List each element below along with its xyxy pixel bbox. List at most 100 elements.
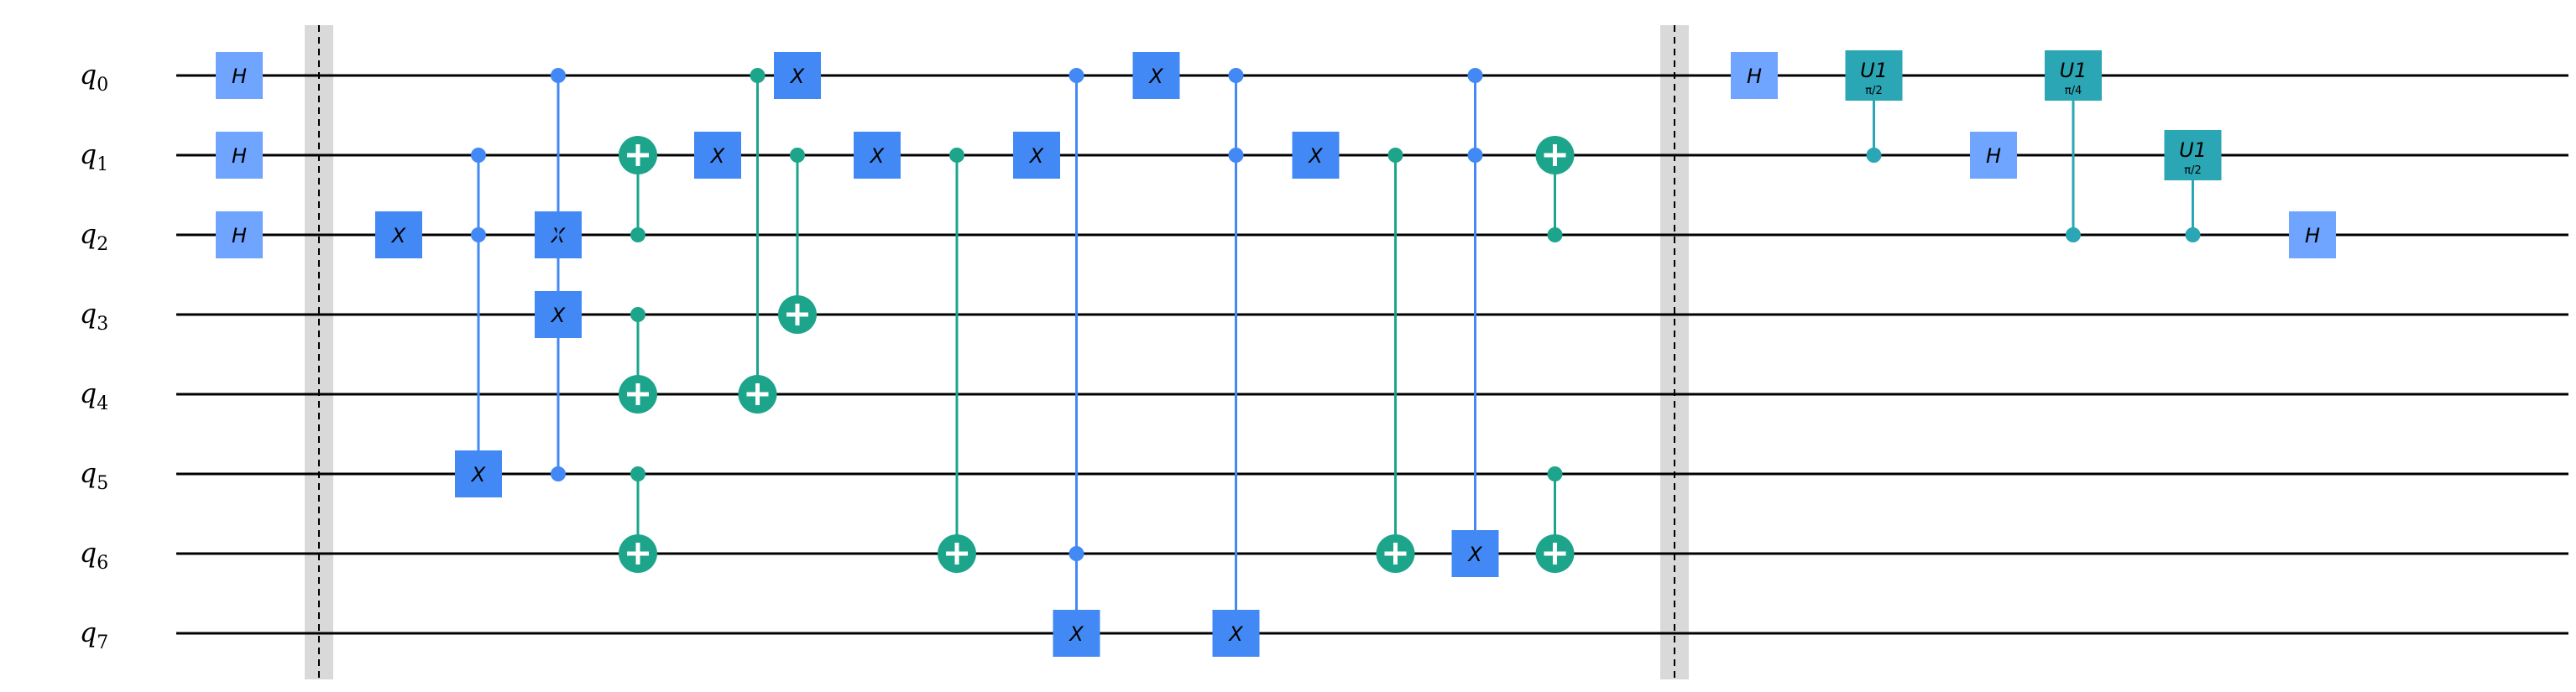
qubit-label: q4 — [80, 377, 108, 414]
x-gate-label: X — [1307, 144, 1323, 168]
control-dot — [1467, 68, 1483, 83]
qubit-label: q5 — [80, 457, 108, 494]
toffoli-target-box — [1212, 610, 1260, 657]
x-gate-box — [1013, 132, 1060, 179]
control-dot — [1069, 546, 1084, 561]
wire-layer — [176, 74, 2568, 635]
x-gate-label: X — [709, 144, 725, 168]
toffoli-target: X — [1212, 610, 1260, 657]
cu1-gate: U1π/2 — [2164, 130, 2222, 180]
cu1-gate-param: π/2 — [2184, 164, 2201, 177]
toffoli-target-box — [1451, 530, 1499, 577]
control-dot — [551, 466, 566, 481]
control-dot — [2066, 227, 2081, 242]
h-gate-label: H — [232, 224, 247, 247]
x-gate-label: X — [1028, 144, 1044, 168]
qubit-label-prefix: q — [80, 298, 97, 330]
cnot-target — [619, 136, 657, 174]
qubit-label: q7 — [80, 617, 108, 653]
cu1-gate-param: π/2 — [1865, 85, 1882, 97]
control-dot — [949, 148, 964, 163]
cu1-gate: U1π/4 — [2045, 50, 2102, 101]
qubit-label-prefix: q — [80, 138, 97, 170]
qubit-label-index: 0 — [97, 75, 108, 96]
qubit-label: q1 — [80, 138, 108, 175]
cnot-target — [938, 534, 976, 573]
qubit-label-index: 1 — [97, 154, 108, 175]
qubit-label: q0 — [80, 59, 108, 96]
h-gate-box — [216, 132, 263, 179]
toffoli-target-box — [455, 450, 502, 497]
x-gate-label: X — [390, 224, 406, 247]
barrier-layer — [305, 25, 1689, 679]
x-gate-box — [694, 132, 741, 179]
qubit-label-index: 3 — [97, 314, 108, 335]
x-gate: X — [1013, 132, 1060, 179]
cnot-target — [778, 295, 817, 334]
cu1-gate-label: U1 — [2179, 138, 2207, 162]
qubit-label-prefix: q — [80, 218, 97, 250]
control-dot — [1228, 148, 1244, 163]
qubit-label-index: 6 — [97, 553, 108, 574]
toffoli-target-label: X — [1466, 543, 1482, 566]
cu1-gate-box — [1845, 50, 1903, 101]
barrier-line-layer — [318, 25, 1675, 679]
control-dot — [1547, 227, 1563, 242]
h-gate: H — [216, 52, 263, 99]
h-gate: H — [2289, 211, 2336, 258]
toffoli-target: X — [1451, 530, 1499, 577]
control-dot — [630, 307, 645, 322]
x-gate: X — [1132, 52, 1180, 99]
qubit-label: q3 — [80, 298, 108, 335]
x-gate: X — [854, 132, 901, 179]
qubit-label: q6 — [80, 537, 108, 574]
cnot-target — [1535, 136, 1575, 174]
cu1-gate: U1π/2 — [1845, 50, 1903, 101]
qubit-label-index: 4 — [97, 393, 108, 414]
control-dot — [1547, 466, 1563, 481]
x-gate-label: X — [869, 144, 885, 168]
h-gate-label: H — [1986, 144, 2001, 168]
cnot-target — [1535, 534, 1575, 573]
control-dot — [750, 68, 765, 83]
h-gate-label: H — [232, 144, 247, 168]
control-dot — [471, 148, 486, 163]
x-gate: X — [375, 211, 422, 258]
control-dot — [2185, 227, 2201, 242]
qubit-label-index: 2 — [97, 234, 108, 255]
h-gate-box — [1970, 132, 2017, 179]
h-gate-label: H — [2305, 224, 2320, 247]
qubit-label-prefix: q — [80, 617, 97, 648]
cu1-gate-label: U1 — [1860, 59, 1888, 82]
toffoli-target-label: X — [550, 304, 566, 327]
qubit-label-prefix: q — [80, 537, 97, 569]
h-gate-label: H — [1747, 65, 1762, 88]
x-gate: X — [774, 52, 821, 99]
cu1-gate-box — [2045, 50, 2102, 101]
toffoli-target-box — [1053, 610, 1100, 657]
h-gate-box — [1731, 52, 1778, 99]
qubit-label-index: 7 — [97, 632, 108, 653]
control-dot — [630, 227, 645, 242]
toffoli-target-label: X — [470, 463, 486, 486]
toffoli-target-box — [535, 291, 582, 338]
toffoli-target: X — [1053, 610, 1100, 657]
cnot-target — [738, 375, 777, 414]
x-gate-label: X — [789, 65, 805, 88]
control-dot — [1467, 148, 1483, 163]
qubit-label-index: 5 — [97, 473, 108, 494]
h-gate: H — [1731, 52, 1778, 99]
h-gate-box — [216, 211, 263, 258]
cnot-target — [1376, 534, 1415, 573]
qubit-label-prefix: q — [80, 59, 97, 91]
h-gate: H — [1970, 132, 2017, 179]
x-gate-label: X — [1147, 65, 1163, 88]
control-dot — [1069, 68, 1084, 83]
x-gate: X — [694, 132, 741, 179]
x-gate-box — [1292, 132, 1340, 179]
toffoli-target-label: X — [1227, 622, 1243, 646]
x-gate-box — [375, 211, 422, 258]
qubit-label-prefix: q — [80, 377, 97, 409]
